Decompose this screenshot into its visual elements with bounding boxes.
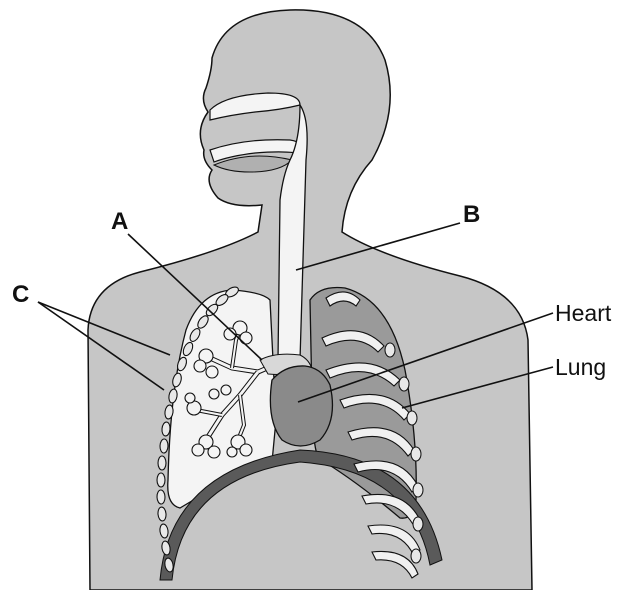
label-a: A xyxy=(111,208,128,236)
label-heart: Heart xyxy=(555,300,611,327)
label-lung: Lung xyxy=(555,354,606,381)
label-b: B xyxy=(463,201,480,229)
label-c: C xyxy=(12,281,29,309)
heart xyxy=(270,366,332,446)
